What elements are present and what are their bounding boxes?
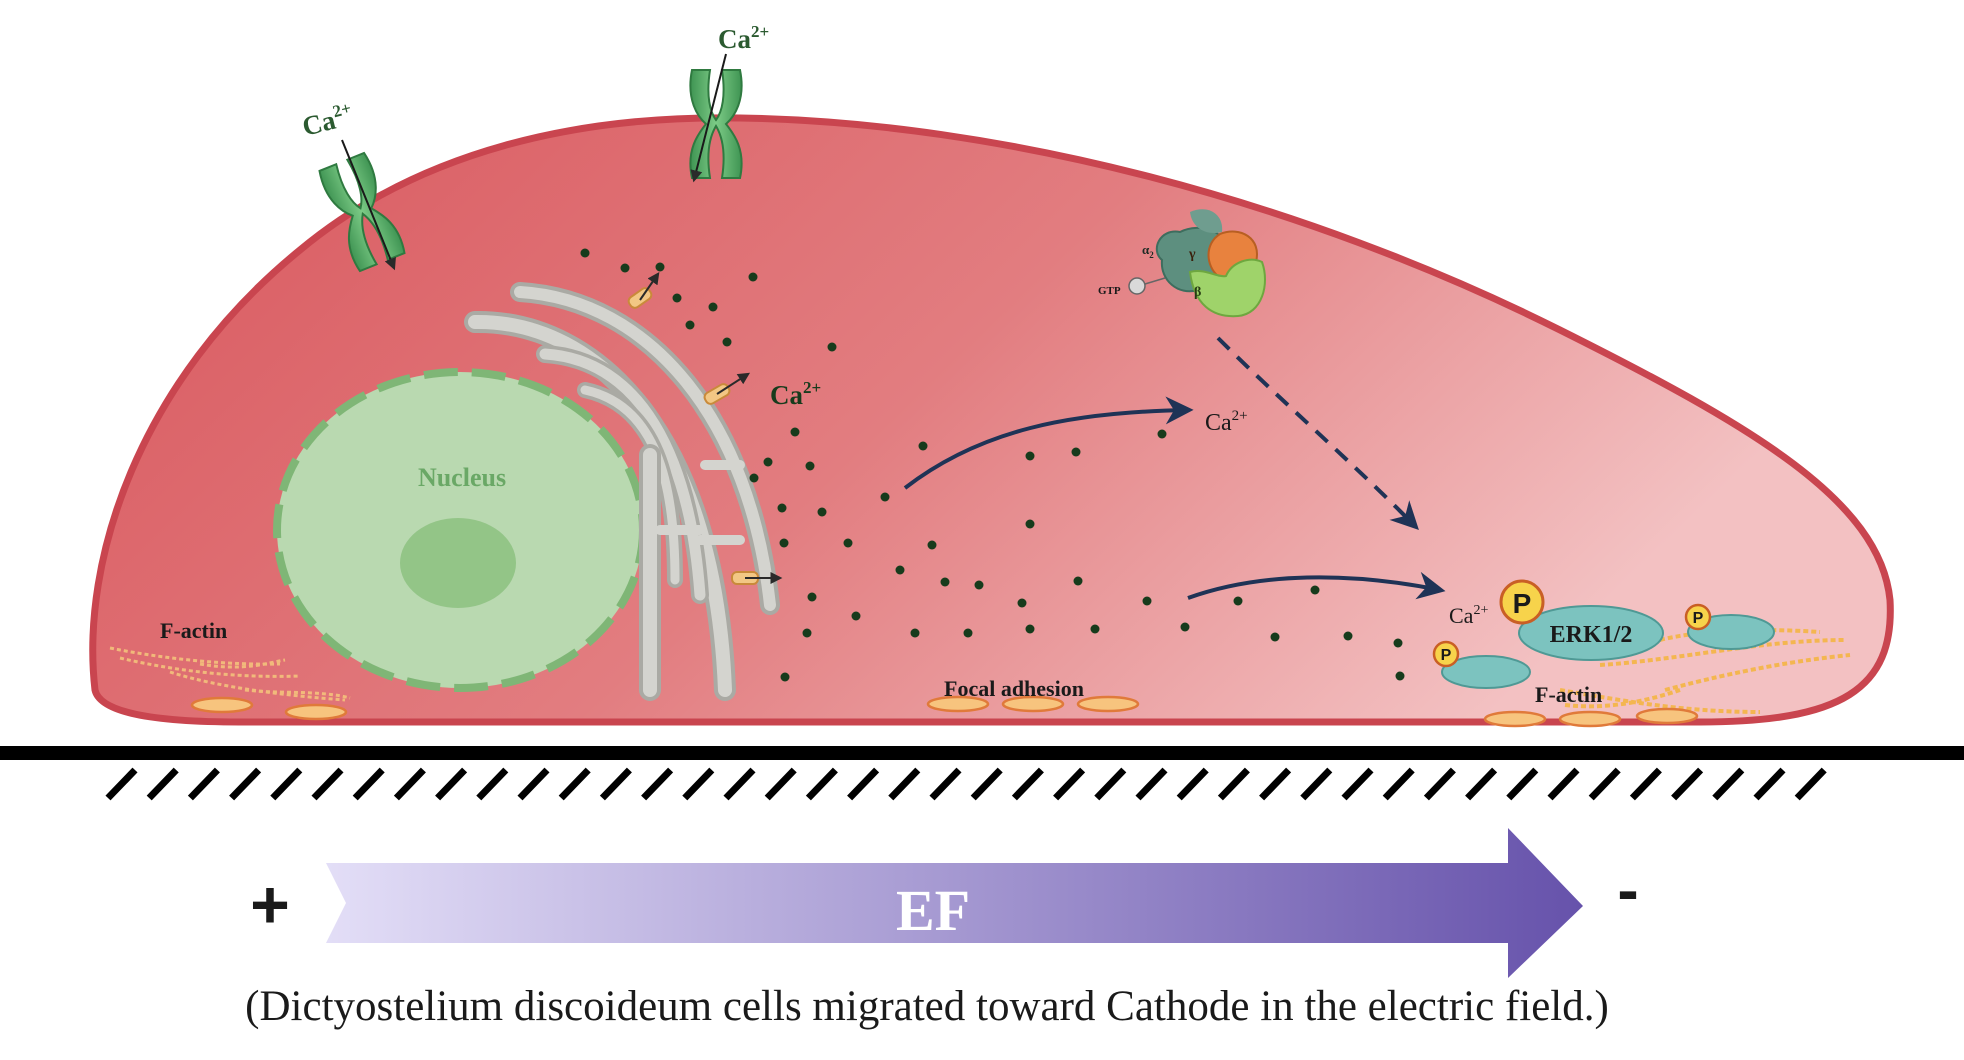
hatch-mark — [1135, 767, 1168, 801]
hatch-mark — [1094, 767, 1127, 801]
hatch-mark — [393, 767, 426, 801]
hatch-mark — [311, 767, 344, 801]
calcium-signal-arrow-lower — [1187, 571, 1446, 600]
g-beta-label: β — [1194, 285, 1201, 300]
nucleus-label: Nucleus — [418, 463, 506, 492]
g-alpha-label: α2 — [1142, 242, 1154, 260]
calcium-label-er: Ca2+ — [770, 378, 821, 410]
hatch-mark — [1629, 767, 1662, 801]
hatch-mark — [599, 767, 632, 801]
svg-text:P: P — [1693, 610, 1704, 627]
focal-adhesions-left — [190, 696, 348, 721]
anode-plus-sign: + — [250, 867, 290, 943]
hatch-mark — [888, 767, 921, 801]
calcium-channel-top — [689, 69, 743, 179]
hatch-mark — [146, 767, 179, 801]
hatch-mark — [1423, 767, 1456, 801]
calcium-signal-arrow-upper — [903, 396, 1194, 490]
hatch-mark — [1506, 767, 1539, 801]
hatch-mark — [1547, 767, 1580, 801]
hatch-mark — [682, 767, 715, 801]
dashed-signal-arrow — [1216, 336, 1419, 530]
gtp-ball — [1128, 277, 1146, 295]
hatch-mark — [970, 767, 1003, 801]
erk-oval-left — [1441, 655, 1531, 689]
f-actin-label-right: F-actin — [1535, 682, 1602, 707]
hatch-mark — [476, 767, 509, 801]
hatch-mark — [105, 767, 138, 801]
erk-complex: ERK1/2 — [1441, 605, 1775, 689]
substrate-line — [0, 746, 1964, 760]
erk-label: ERK1/2 — [1550, 622, 1633, 648]
calcium-ions — [580, 248, 1405, 682]
calcium-label-mid: Ca2+ — [1205, 408, 1248, 436]
hatch-mark — [558, 767, 591, 801]
f-actin-label-left: F-actin — [160, 618, 227, 643]
hatch-mark — [1053, 767, 1086, 801]
focal-adhesions-right — [1483, 707, 1699, 728]
er-release-channel — [627, 272, 660, 309]
svg-text:P: P — [1513, 588, 1532, 619]
hatch-mark — [641, 767, 674, 801]
hatch-mark — [1465, 767, 1498, 801]
hatch-mark — [352, 767, 385, 801]
hatch-mark — [1300, 767, 1333, 801]
endoplasmic-reticulum — [464, 282, 780, 701]
hatch-mark — [1671, 767, 1704, 801]
hatch-mark — [929, 767, 962, 801]
hatch-mark — [805, 767, 838, 801]
hatch-mark — [1794, 767, 1827, 801]
phospho-badge-left: P — [1432, 640, 1460, 668]
focal-adhesions-middle — [926, 695, 1140, 713]
hatch-mark — [1217, 767, 1250, 801]
f-actin-filaments-left — [109, 646, 351, 702]
hatch-mark — [1011, 767, 1044, 801]
phospho-badge-main: P — [1499, 579, 1545, 625]
ef-label: EF — [896, 878, 970, 943]
hatch-mark — [723, 767, 756, 801]
hatch-mark — [1753, 767, 1786, 801]
substrate-hatching — [105, 767, 1827, 801]
hatch-mark — [1176, 767, 1209, 801]
calcium-influx-arrow — [690, 53, 727, 183]
nucleus: Nucleus — [273, 368, 647, 692]
hatch-mark — [764, 767, 797, 801]
hatch-mark — [229, 767, 262, 801]
hatch-mark — [1341, 767, 1374, 801]
hatch-mark — [1259, 767, 1292, 801]
gtp-label: GTP — [1098, 285, 1121, 297]
er-release-channel — [731, 571, 783, 585]
hatch-mark — [187, 767, 220, 801]
calcium-label-channel-top: Ca2+ — [718, 22, 769, 54]
hatch-mark — [1588, 767, 1621, 801]
erk-oval-large — [1518, 605, 1664, 661]
calcium-label-channel-left: Ca2+ — [299, 98, 356, 141]
er-release-channel — [703, 372, 751, 405]
g-protein-complex: α2 γ β GTP — [1098, 209, 1266, 318]
figure-caption: (Dictyostelium discoideum cells migrated… — [245, 983, 1609, 1030]
svg-text:P: P — [1441, 647, 1452, 664]
g-gamma-label: γ — [1188, 247, 1196, 262]
nucleolus — [400, 518, 516, 608]
calcium-influx-arrow — [341, 139, 396, 271]
hatch-mark — [1382, 767, 1415, 801]
focal-adhesion-label: Focal adhesion — [944, 676, 1084, 701]
cathode-minus-sign: - — [1617, 854, 1638, 926]
hatch-mark — [517, 767, 550, 801]
phospho-badge-right: P — [1684, 603, 1712, 631]
electric-field-arrow — [326, 828, 1583, 978]
hatch-mark — [270, 767, 303, 801]
hatch-mark — [1712, 767, 1745, 801]
hatch-mark — [847, 767, 880, 801]
calcium-label-erk: Ca2+ — [1449, 603, 1488, 628]
hatch-mark — [435, 767, 468, 801]
